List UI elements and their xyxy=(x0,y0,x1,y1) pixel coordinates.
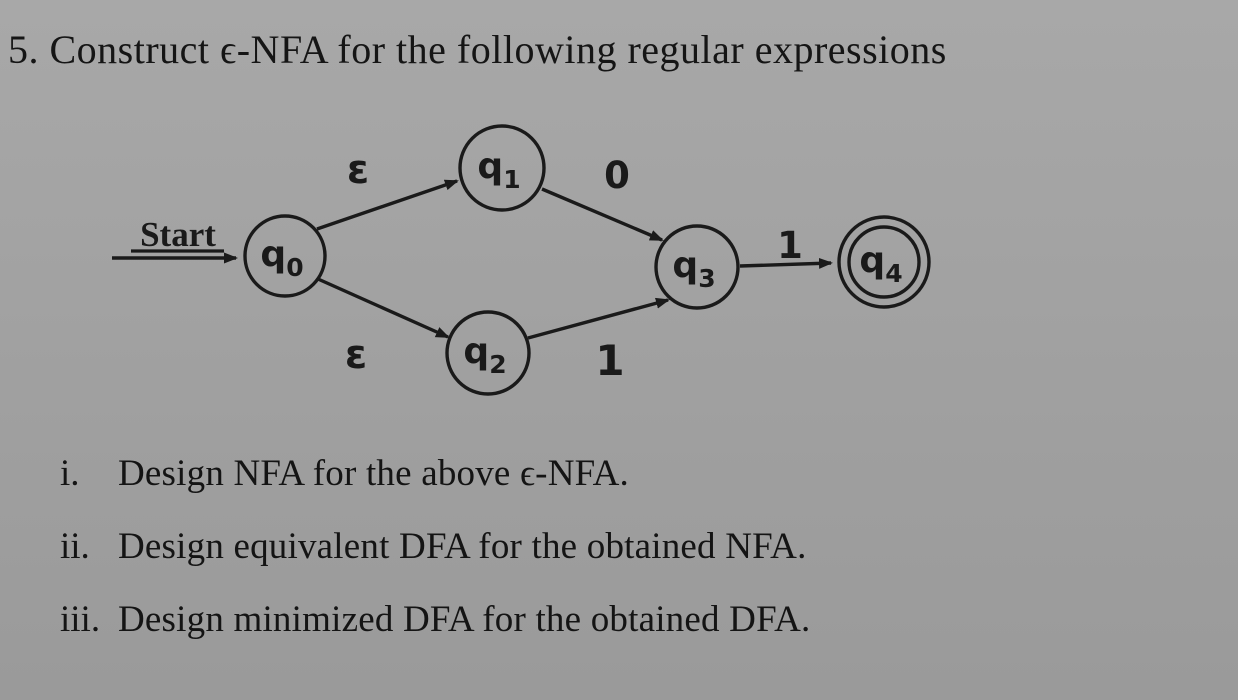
start-label: Start xyxy=(140,215,216,254)
state-q4-label: q4 xyxy=(859,240,902,288)
edge-label-q1-q3-zero: 0 xyxy=(604,154,630,197)
state-q1-circle xyxy=(458,124,546,212)
question-text: Design NFA for the above ϵ-NFA. xyxy=(118,453,630,494)
question-item-ii: ii. Design equivalent DFA for the obtain… xyxy=(60,525,810,568)
state-q4-outer-circle xyxy=(837,215,931,309)
question-text: Design equivalent DFA for the obtained N… xyxy=(118,526,807,567)
question-text: Design minimized DFA for the obtained DF… xyxy=(118,599,811,640)
problem-title: 5. Construct ϵ-NFA for the following reg… xyxy=(8,27,947,72)
state-q4-inner-circle xyxy=(847,225,921,299)
edge-q1-q3 xyxy=(541,187,664,242)
edge-q3-q4 xyxy=(739,257,833,269)
state-q1-label: q1 xyxy=(477,146,520,194)
edge-label-q0-q1-epsilon: ε xyxy=(347,147,369,193)
state-q2-label: q2 xyxy=(463,331,506,379)
state-q0-circle xyxy=(243,214,327,298)
edge-label-q0-q2-epsilon: ε xyxy=(345,332,367,378)
edge-q0-q2 xyxy=(317,277,450,339)
edge-q2-q3 xyxy=(527,297,670,340)
state-q3-circle xyxy=(654,224,740,310)
edge-label-q3-q4-one: 1 xyxy=(777,224,803,267)
edge-label-q2-q3-one: 1 xyxy=(595,336,624,385)
edge-q0-q1 xyxy=(316,179,459,231)
state-q2-circle xyxy=(445,310,531,396)
question-number: i. xyxy=(60,453,80,494)
state-q0-label: q0 xyxy=(260,234,303,282)
state-q3-label: q3 xyxy=(672,245,715,293)
question-number: ii. xyxy=(60,526,90,567)
question-list: i. Design NFA for the above ϵ-NFA. ii. D… xyxy=(60,452,810,671)
question-item-iii: iii. Design minimized DFA for the obtain… xyxy=(60,598,810,641)
question-item-i: i. Design NFA for the above ϵ-NFA. xyxy=(60,452,810,495)
question-number: iii. xyxy=(60,599,101,640)
